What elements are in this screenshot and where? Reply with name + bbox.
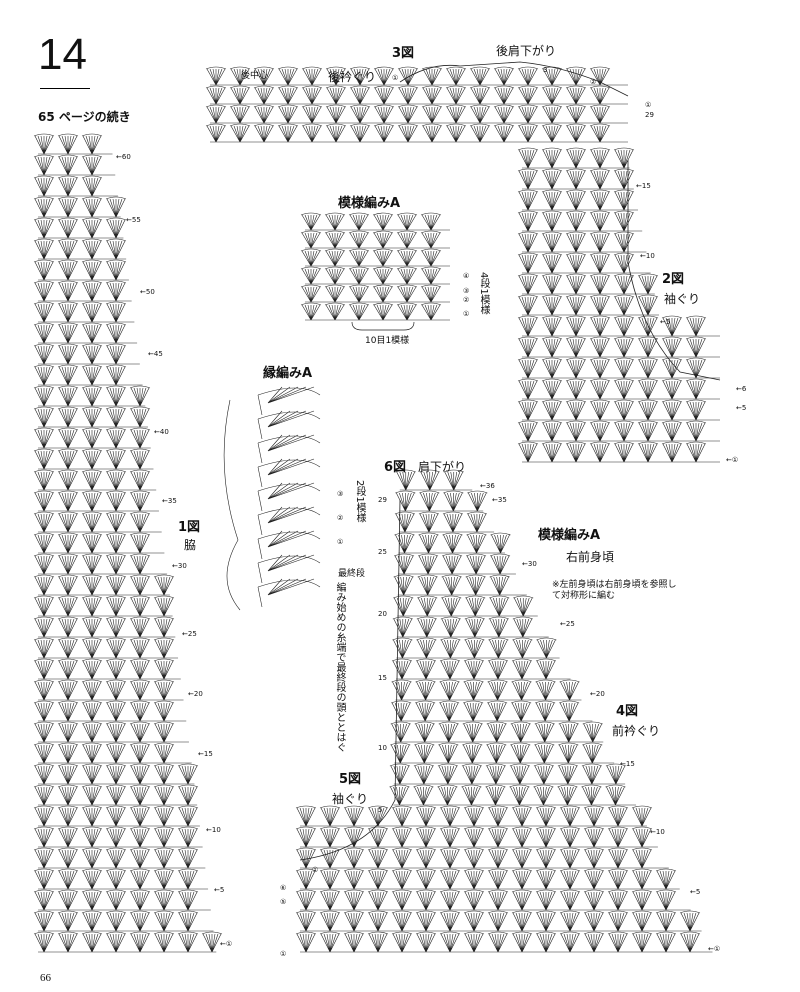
edge-a-chart bbox=[223, 386, 321, 611]
pattern-a-row-label: ③ bbox=[463, 287, 470, 295]
fig1-title: 1図 bbox=[178, 520, 201, 535]
fig6-shoulder-label: 肩下がり bbox=[418, 460, 467, 474]
fig1-row-label: ←40 bbox=[154, 428, 169, 436]
pattern-a-repeat-brace bbox=[351, 321, 415, 331]
fig2-row-label: ←① bbox=[726, 456, 739, 464]
pattern-a-row-label: ④ bbox=[463, 272, 470, 280]
front-left-row-label: ① bbox=[312, 866, 319, 874]
fig3-row-label: 29 bbox=[645, 111, 654, 119]
front-pattern-label: 模様編みA bbox=[538, 528, 601, 543]
front-left-row-label: 25 bbox=[378, 548, 387, 556]
front-right-row-label: ←36 bbox=[480, 482, 495, 490]
fig3-shoulder-label: 後肩下がり bbox=[496, 44, 557, 58]
front-right-row-label: ←15 bbox=[620, 760, 635, 768]
fig3-center-back-label: 後中心 bbox=[241, 71, 269, 81]
pattern-a-row-label: ① bbox=[463, 310, 470, 318]
fig1-row-label: ←30 bbox=[172, 562, 187, 570]
pattern-a-chart bbox=[300, 212, 450, 321]
front-left-row-label: ① bbox=[280, 950, 287, 958]
fig1-row-label: ←15 bbox=[198, 750, 213, 758]
fig1-side-label: 脇 bbox=[184, 538, 197, 552]
fig2-chart bbox=[517, 147, 720, 463]
front-mirror-note: ※左前身頃は右前身頃を参照して対称形に編む bbox=[552, 580, 677, 601]
front-body-chart bbox=[295, 469, 713, 953]
pattern-a-title: 模様編みA bbox=[338, 196, 401, 211]
edge-a-row-label: ③ bbox=[337, 490, 344, 498]
front-left-row-label: ⑤ bbox=[280, 898, 287, 906]
edge-a-last-row: 最終段 bbox=[338, 569, 366, 579]
front-armhole-curve bbox=[299, 499, 401, 861]
front-right-row-label: ←30 bbox=[522, 560, 537, 568]
fig3-row-label: 3 bbox=[543, 66, 548, 74]
edge-a-row-label: ② bbox=[337, 514, 344, 522]
fig1-row-label: ←25 bbox=[182, 630, 197, 638]
edge-a-note: 編み始めの糸端で最終段の頭ととはぐ bbox=[334, 582, 345, 752]
fig3-neck-curve bbox=[399, 61, 629, 97]
front-right-row-label: ←25 bbox=[560, 620, 575, 628]
fig3-title: 3図 bbox=[392, 46, 415, 61]
front-right-row-label: ←35 bbox=[492, 496, 507, 504]
fig4-neck-label: 前衿ぐり bbox=[612, 724, 661, 738]
front-left-row-label: 5 bbox=[378, 806, 383, 814]
fig3-row-label: ① bbox=[392, 74, 399, 82]
fig2-row-label: ←5 bbox=[660, 318, 671, 326]
fig6-title: 6図 bbox=[384, 460, 407, 475]
pattern-a-row-label: ② bbox=[463, 296, 470, 304]
fig2-row-label: ←15 bbox=[636, 182, 651, 190]
edge-a-row-label: ① bbox=[337, 538, 344, 546]
front-left-row-label: 15 bbox=[378, 674, 387, 682]
fig1-row-label: ←20 bbox=[188, 690, 203, 698]
fig2-row-label: ←5 bbox=[736, 404, 747, 412]
pattern-a-repeat: 10目1模様 bbox=[365, 336, 410, 346]
front-left-row-label: 29 bbox=[378, 496, 387, 504]
fig2-row-label: ←6 bbox=[736, 385, 747, 393]
front-left-row-label: 10 bbox=[378, 744, 387, 752]
fig3-row-label: ② bbox=[590, 78, 597, 86]
fig2-title: 2図 bbox=[662, 272, 685, 287]
fig5-armhole-label: 袖ぐり bbox=[332, 792, 369, 806]
front-right-row-label: ←20 bbox=[590, 690, 605, 698]
fig1-row-label: ←35 bbox=[162, 497, 177, 505]
fig1-row-label: ←55 bbox=[126, 216, 141, 224]
edge-a-title: 縁編みA bbox=[263, 366, 313, 381]
front-left-row-label: ⑥ bbox=[280, 884, 287, 892]
fig2-row-label: ←10 bbox=[640, 252, 655, 260]
pattern-number: 14 bbox=[38, 30, 87, 79]
continued-note: 65 ページの続き bbox=[38, 110, 131, 124]
fig4-title: 4図 bbox=[616, 704, 639, 719]
fig1-row-label: ←① bbox=[220, 940, 233, 948]
fig2-armhole-label: 袖ぐり bbox=[664, 292, 701, 306]
fig1-row-label: ←5 bbox=[214, 886, 225, 894]
fig1-row-label: ←10 bbox=[206, 826, 221, 834]
fig2-armhole-curve bbox=[627, 160, 721, 381]
fig1-row-label: ←45 bbox=[148, 350, 163, 358]
fig3-back-neck-label: 後衿ぐり bbox=[328, 70, 377, 84]
fig1-row-label: ←60 bbox=[116, 153, 131, 161]
edge-a-repeat-note: 2段1模様 bbox=[354, 480, 365, 523]
front-right-row-label: ←① bbox=[708, 945, 721, 953]
header-rule bbox=[40, 88, 90, 89]
fig3-row-label: ① bbox=[645, 101, 652, 109]
fig1-row-label: ←50 bbox=[140, 288, 155, 296]
pattern-a-side-note: 4段1模様 bbox=[478, 272, 489, 315]
page-number: 66 bbox=[40, 972, 51, 984]
front-right-row-label: ←10 bbox=[650, 828, 665, 836]
fig1-chart bbox=[33, 133, 223, 953]
fig3-chart bbox=[205, 66, 628, 143]
fig5-title: 5図 bbox=[339, 772, 362, 787]
front-right-row-label: ←5 bbox=[690, 888, 701, 896]
front-left-row-label: 20 bbox=[378, 610, 387, 618]
front-piece-name: 右前身頃 bbox=[566, 550, 615, 564]
